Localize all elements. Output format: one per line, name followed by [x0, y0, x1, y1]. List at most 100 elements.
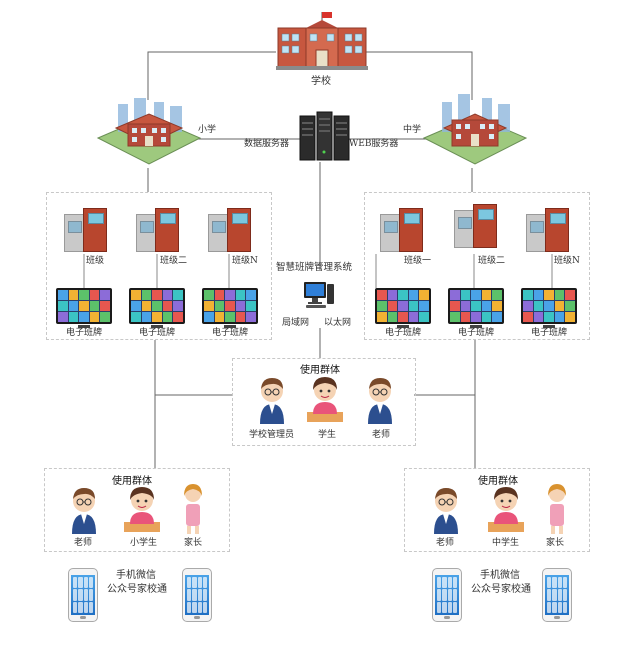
board-tile [235, 312, 246, 322]
admin-person [254, 374, 290, 424]
board-tile [79, 312, 89, 322]
center-user-group [232, 358, 416, 446]
board-tile [492, 312, 502, 322]
board-tile [235, 290, 246, 300]
ethernet-label: 以太网 [324, 318, 352, 328]
left-class-label-2: 班级二 [160, 256, 188, 266]
board-tile [471, 290, 481, 300]
right-board-1 [375, 288, 431, 328]
board-tile [100, 301, 110, 311]
board-tile [387, 301, 398, 311]
school-label: 学校 [311, 76, 331, 87]
board-tile [492, 301, 502, 311]
right-board-label-3: 电子班牌 [531, 328, 568, 338]
left-phone-1 [68, 568, 98, 622]
board-tile [79, 290, 89, 300]
board-tile [565, 290, 575, 300]
board-tile [450, 312, 460, 322]
board-tile [523, 312, 533, 322]
board-tile [204, 301, 214, 311]
left-classroom-2 [136, 208, 180, 252]
board-tile [68, 312, 79, 322]
board-tile [481, 312, 492, 322]
middle-label: 中学 [403, 125, 422, 135]
board-tile [398, 301, 408, 311]
board-tile [523, 290, 533, 300]
board-tile [387, 290, 398, 300]
web-server-label: WEB服务器 [349, 139, 399, 149]
server-icon [299, 111, 350, 161]
left-user-group [44, 468, 230, 552]
board-tile [377, 301, 387, 311]
left-board-1 [56, 288, 112, 328]
board-tile [544, 290, 554, 300]
board-tile [523, 301, 533, 311]
right-teacher-icon [434, 488, 458, 534]
left-group-title: 使用群体 [112, 476, 152, 487]
computer-icon [304, 282, 334, 308]
board-tile [225, 312, 235, 322]
board-tile [460, 290, 471, 300]
board-tile [565, 312, 575, 322]
left-board-2 [129, 288, 185, 328]
system-label: 智慧班牌管理系统 [276, 262, 353, 273]
board-tile [89, 301, 100, 311]
board-tile [131, 312, 141, 322]
right-board-label-2: 电子班牌 [458, 328, 495, 338]
right-member-1: 老师 [436, 538, 455, 548]
left-teacher-person [66, 484, 102, 534]
school-icon [276, 12, 368, 70]
right-board-label-1: 电子班牌 [385, 328, 422, 338]
board-tile [68, 290, 79, 300]
board-tile [214, 290, 225, 300]
center-member-2: 学生 [318, 430, 337, 440]
school-building [276, 10, 368, 72]
board-tile [377, 312, 387, 322]
board-tile [471, 301, 481, 311]
board-tile [450, 290, 460, 300]
board-tile [565, 301, 575, 311]
right-member-3: 家长 [546, 538, 565, 548]
center-member-1: 学校管理员 [249, 430, 295, 440]
left-wechat-label-1: 手机微信 [116, 570, 156, 581]
board-tile [450, 301, 460, 311]
board-tile [419, 312, 429, 322]
board-tile [419, 290, 429, 300]
teacher-person-icon [368, 378, 392, 424]
primary-label: 小学 [198, 125, 217, 135]
right-classroom-3 [526, 208, 570, 252]
left-class-cluster [46, 192, 272, 340]
right-classroom-1 [380, 208, 424, 252]
board-tile [460, 301, 471, 311]
board-tile [214, 312, 225, 322]
left-class-label-1: 班级 [86, 256, 105, 266]
board-tile [544, 301, 554, 311]
right-parent-icon [548, 484, 566, 534]
data-server-label: 数据服务器 [244, 139, 290, 149]
left-parent-icon [184, 484, 202, 534]
board-tile [460, 312, 471, 322]
board-tile [533, 290, 544, 300]
right-user-group [404, 468, 590, 552]
left-member-3: 家长 [184, 538, 203, 548]
board-tile [58, 301, 68, 311]
right-board-3 [521, 288, 577, 328]
server-rack [298, 110, 350, 162]
student-person-icon [307, 377, 343, 422]
admin-person-icon [260, 378, 284, 424]
board-tile [408, 301, 419, 311]
board-tile [141, 312, 152, 322]
left-class-label-3: 班级N [232, 256, 258, 266]
board-tile [246, 312, 256, 322]
board-tile [173, 290, 183, 300]
board-tile [162, 290, 173, 300]
right-class-cluster [364, 192, 590, 340]
board-tile [162, 301, 173, 311]
board-tile [100, 312, 110, 322]
board-tile [214, 301, 225, 311]
right-board-2 [448, 288, 504, 328]
computer [300, 280, 336, 310]
left-classroom-3 [208, 208, 252, 252]
left-board-label-1: 电子班牌 [66, 328, 103, 338]
